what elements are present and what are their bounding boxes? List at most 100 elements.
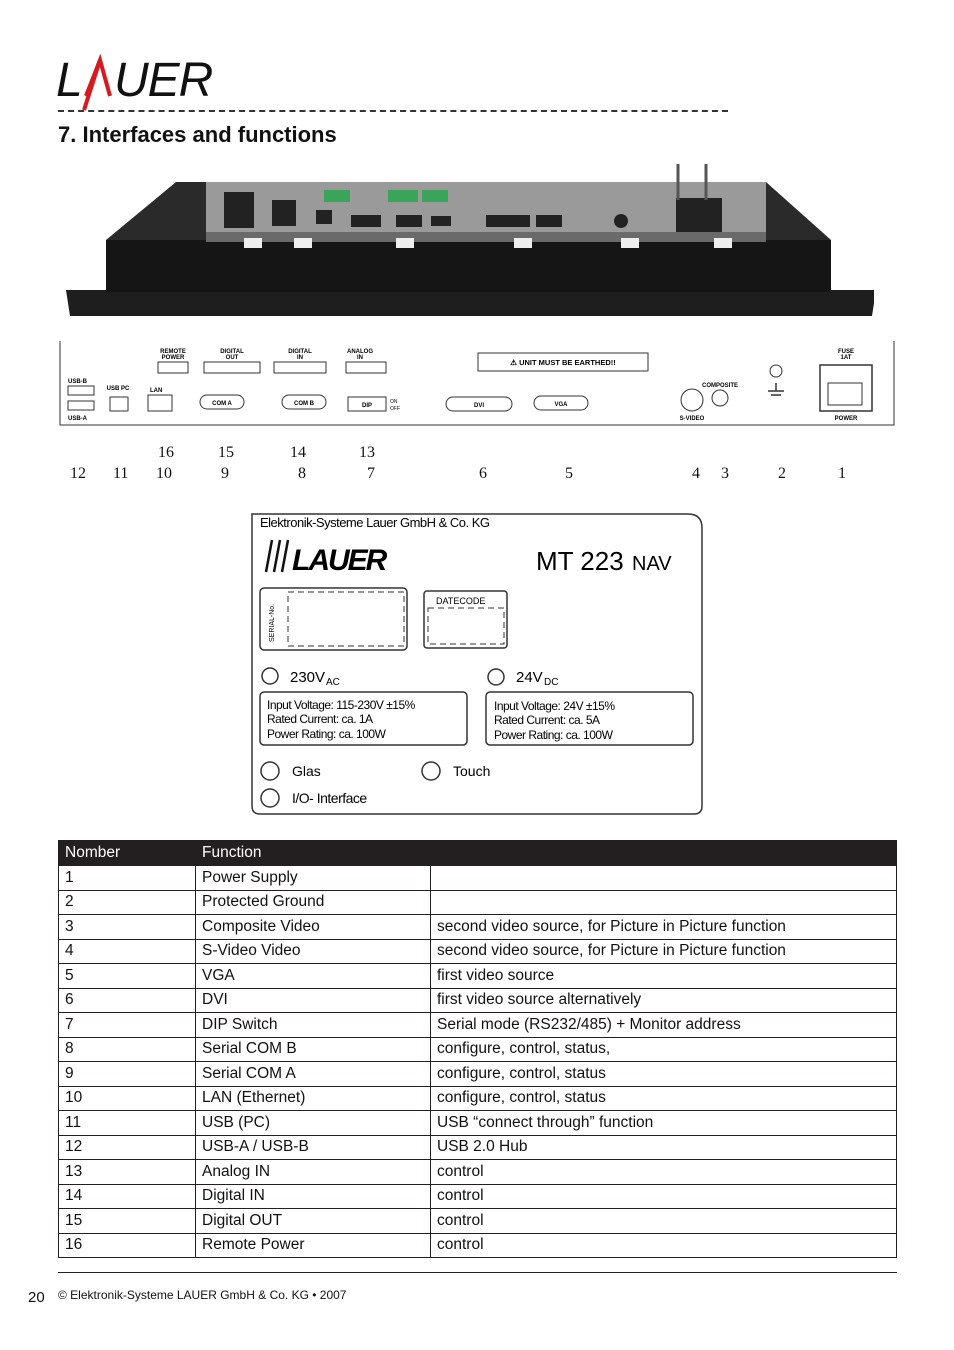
plate-ac-voltage: 230V [290, 669, 325, 686]
row-number: 7 [58, 1012, 196, 1038]
ref-number: 12 [70, 465, 86, 482]
row-interface: Digital OUT [195, 1208, 431, 1234]
svg-text:IN: IN [297, 355, 303, 361]
plate-model: MT 223 [536, 546, 624, 576]
row-number: 8 [58, 1036, 196, 1062]
col-header-function: Function [195, 840, 897, 866]
row-interface: LAN (Ethernet) [195, 1085, 431, 1111]
section-title: 7. Interfaces and functions [58, 122, 337, 147]
plate-dc-voltage: 24V [516, 669, 543, 686]
row-interface: Analog IN [195, 1159, 431, 1185]
row-interface: DVI [195, 987, 431, 1013]
row-interface: Remote Power [195, 1232, 431, 1258]
svg-text:OUT: OUT [226, 355, 239, 361]
row-interface: USB-A / USB-B [195, 1134, 431, 1160]
ref-number: 13 [359, 444, 375, 461]
header-divider [58, 110, 728, 112]
plate-dc-spec: Rated Current: ca. 5A [494, 713, 600, 727]
svg-text:USB-B: USB-B [68, 379, 88, 385]
plate-dc-spec: Input Voltage: 24V ±15% [494, 699, 615, 713]
row-description [430, 865, 897, 891]
label-remote-power: REMOTE [160, 349, 186, 355]
svg-text:L: L [56, 54, 82, 107]
type-nameplate: Elektronik-Systeme Lauer GmbH & Co. KG L… [251, 513, 703, 815]
plate-datecode: DATECODE [436, 596, 485, 606]
svg-text:COM A: COM A [212, 401, 232, 407]
row-description: configure, control, status [430, 1085, 897, 1111]
device-rear-photo [66, 164, 874, 316]
connector-panel-diagram: REMOTE POWER DIGITAL OUT DIGITAL IN ANAL… [59, 341, 895, 426]
plate-ac-spec: Power Rating: ca. 100W [267, 727, 387, 741]
row-description: control [430, 1232, 897, 1258]
ref-number: 2 [778, 465, 786, 482]
row-description: Serial mode (RS232/485) + Monitor addres… [430, 1012, 897, 1038]
plate-glas: Glas [292, 763, 321, 779]
svg-text:DIGITAL: DIGITAL [288, 349, 312, 355]
row-description [430, 889, 897, 915]
plate-model-suffix: NAV [632, 553, 672, 575]
ref-number: 10 [156, 465, 172, 482]
row-description: USB 2.0 Hub [430, 1134, 897, 1160]
svg-text:COMPOSITE: COMPOSITE [702, 383, 738, 389]
svg-text:USB PC: USB PC [107, 386, 130, 392]
col-header-number: Nomber [58, 840, 196, 866]
svg-text:FUSE: FUSE [838, 349, 854, 355]
plate-dc-spec: Power Rating: ca. 100W [494, 728, 614, 742]
plate-touch: Touch [453, 763, 490, 779]
row-description: control [430, 1159, 897, 1185]
row-number: 16 [58, 1232, 196, 1258]
row-interface: Composite Video [195, 914, 431, 940]
svg-text:ON: ON [390, 399, 398, 405]
svg-text:DVI: DVI [474, 403, 484, 409]
plate-ac-suffix: AC [326, 677, 340, 688]
ref-number: 9 [221, 465, 229, 482]
row-description: configure, control, status, [430, 1036, 897, 1062]
row-description: control [430, 1183, 897, 1209]
svg-text:OFF: OFF [390, 406, 400, 412]
row-interface: Serial COM B [195, 1036, 431, 1062]
svg-text:⚠ UNIT MUST BE EARTHED!!: ⚠ UNIT MUST BE EARTHED!! [510, 358, 615, 367]
svg-text:ANALOG: ANALOG [347, 349, 373, 355]
row-number: 12 [58, 1134, 196, 1160]
row-number: 5 [58, 963, 196, 989]
ref-number: 4 [692, 465, 700, 482]
ref-number: 15 [218, 444, 234, 461]
row-number: 13 [58, 1159, 196, 1185]
row-number: 14 [58, 1183, 196, 1209]
svg-text:1AT: 1AT [841, 355, 852, 361]
svg-text:LAN: LAN [150, 388, 162, 394]
svg-text:UER: UER [114, 54, 213, 107]
row-interface: Digital IN [195, 1183, 431, 1209]
row-interface: Serial COM A [195, 1061, 431, 1087]
row-interface: VGA [195, 963, 431, 989]
plate-dc-suffix: DC [544, 677, 558, 688]
svg-text:VGA: VGA [554, 402, 568, 408]
ref-number: 11 [113, 465, 129, 482]
row-interface: S-Video Video [195, 938, 431, 964]
row-number: 11 [58, 1110, 196, 1136]
row-description: second video source, for Picture in Pict… [430, 938, 897, 964]
lauer-logo: L UER [56, 53, 214, 111]
row-number: 9 [58, 1061, 196, 1087]
row-interface: Protected Ground [195, 889, 431, 915]
row-description: second video source, for Picture in Pict… [430, 914, 897, 940]
row-number: 1 [58, 865, 196, 891]
row-description: control [430, 1208, 897, 1234]
plate-ac-spec: Input Voltage: 115-230V ±15% [267, 698, 416, 712]
ref-number: 6 [479, 465, 487, 482]
ref-number: 5 [565, 465, 573, 482]
footer-divider [58, 1272, 897, 1273]
page-number: 20 [28, 1289, 45, 1306]
